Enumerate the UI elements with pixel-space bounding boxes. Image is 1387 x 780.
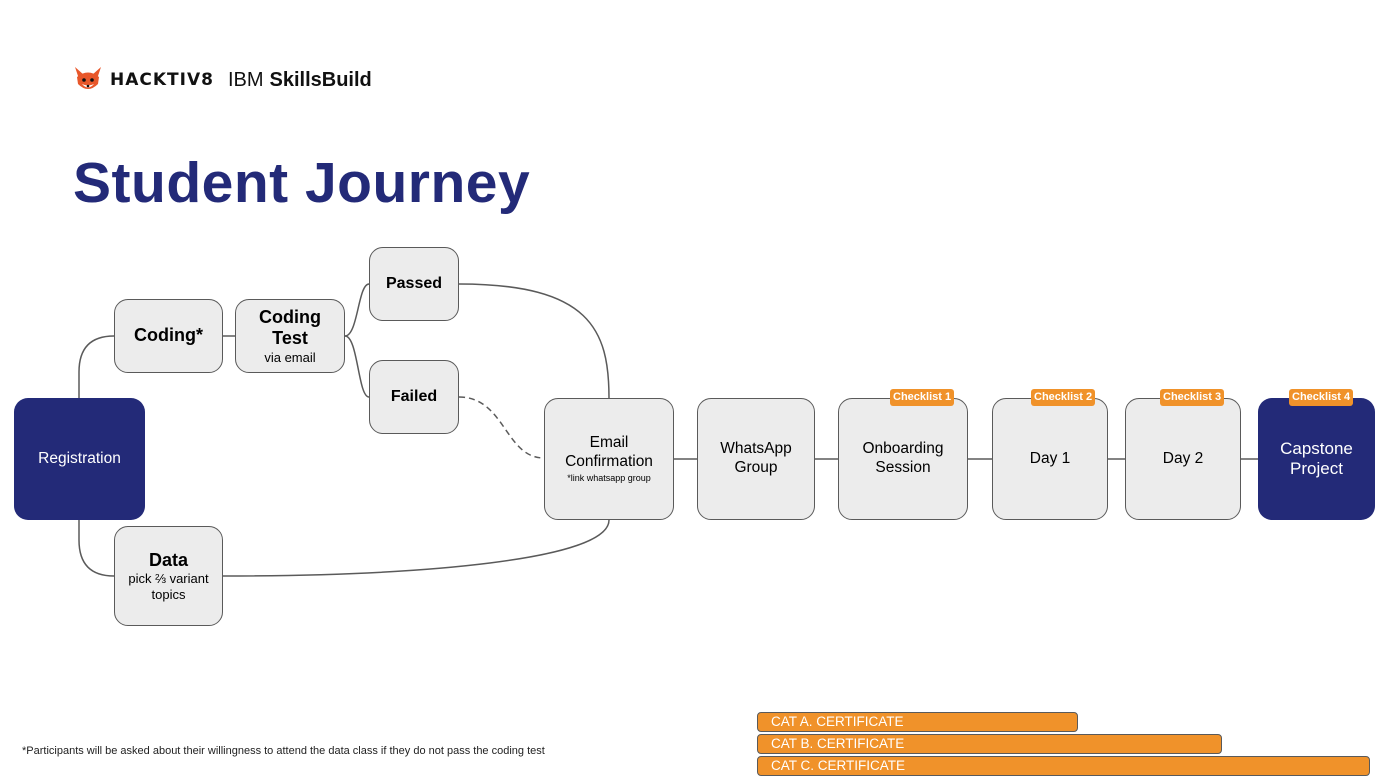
brand-name: HACKTIV8 <box>110 70 214 90</box>
certificate-bar-c: CAT C. CERTIFICATE <box>757 756 1370 776</box>
node-whatsapp-label: WhatsApp Group <box>720 440 792 476</box>
node-day-1: Day 1 <box>992 398 1108 520</box>
node-coding-test-label: Coding Test <box>259 306 321 349</box>
node-day-2: Day 2 <box>1125 398 1241 520</box>
checklist-badge-3: Checklist 3 <box>1160 389 1225 406</box>
node-data: Data pick ⅔ variant topics <box>114 526 223 626</box>
certificate-bar-b: CAT B. CERTIFICATE <box>757 734 1222 754</box>
node-failed-label: Failed <box>390 388 438 406</box>
node-data-subtitle: pick ⅔ variant topics <box>128 571 209 602</box>
node-email-confirmation: Email Confirmation *link whatsapp group <box>544 398 674 520</box>
node-coding-test: Coding Test via email <box>235 299 345 373</box>
fox-icon <box>75 67 101 89</box>
line-registration-coding <box>78 335 115 398</box>
line-data-email <box>222 519 610 577</box>
node-day2-label: Day 2 <box>1162 449 1204 467</box>
node-coding: Coding* <box>114 299 223 373</box>
partner-prefix: IBM <box>227 68 264 91</box>
partner-name: SkillsBuild <box>269 68 372 91</box>
line-passed-email <box>458 283 610 399</box>
node-email-note: *link whatsapp group <box>567 473 651 484</box>
line-codingtest-passed <box>344 283 370 337</box>
node-whatsapp-group: WhatsApp Group <box>697 398 815 520</box>
node-day1-label: Day 1 <box>1029 449 1071 467</box>
brand-logo: HACKTIV8 IBM SkillsBuild <box>72 64 372 96</box>
checklist-badge-1: Checklist 1 <box>890 389 955 406</box>
node-registration-label: Registration <box>38 449 121 467</box>
node-coding-label: Coding* <box>134 325 203 346</box>
line-codingtest-failed <box>344 335 370 398</box>
certificate-bar-a: CAT A. CERTIFICATE <box>757 712 1078 732</box>
node-failed: Failed <box>369 360 459 434</box>
line-registration-data <box>78 520 115 577</box>
node-capstone-project: Capstone Project <box>1258 398 1375 520</box>
node-onboarding-session: Onboarding Session <box>838 398 968 520</box>
footnote: *Participants will be asked about their … <box>22 745 545 757</box>
node-registration: Registration <box>14 398 145 520</box>
node-passed: Passed <box>369 247 459 321</box>
node-onboarding-label: Onboarding Session <box>862 440 944 476</box>
node-passed-label: Passed <box>385 275 443 293</box>
node-email-label: Email Confirmation <box>565 434 653 470</box>
page-title: Student Journey <box>73 151 531 215</box>
line-failed-email <box>458 396 545 459</box>
node-coding-test-subtitle: via email <box>264 349 316 365</box>
node-capstone-label: Capstone Project <box>1280 438 1353 478</box>
node-data-label: Data <box>148 549 188 570</box>
checklist-badge-2: Checklist 2 <box>1031 389 1096 406</box>
checklist-badge-4: Checklist 4 <box>1289 389 1354 406</box>
